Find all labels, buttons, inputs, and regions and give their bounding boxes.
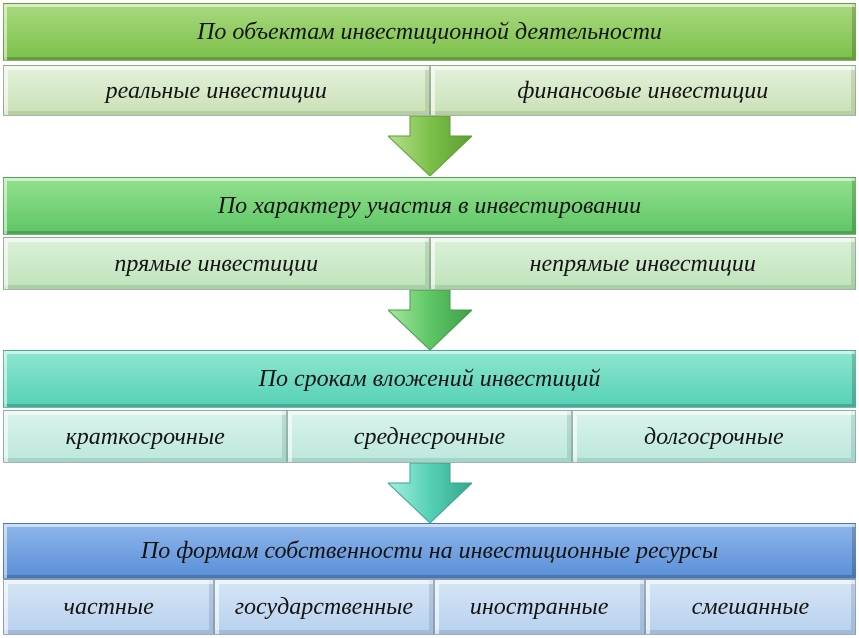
section-investment-objects: По объектам инвестиционной деятельности … — [3, 3, 856, 116]
section-investment-terms: По срокам вложений инвестиций краткосроч… — [3, 350, 856, 463]
section-participation: По характеру участия в инвестировании пр… — [3, 177, 856, 290]
category-item-real: реальные инвестиции — [3, 65, 430, 116]
category-item-medium-term: среднесрочные — [287, 410, 572, 463]
category-item-direct: прямые инвестиции — [3, 237, 430, 290]
down-arrow-icon — [388, 463, 472, 523]
section-header: По формам собственности на инвестиционны… — [3, 523, 856, 579]
section-header: По объектам инвестиционной деятельности — [3, 3, 856, 61]
category-item-financial: финансовые инвестиции — [429, 65, 856, 116]
category-item-foreign: иностранные — [433, 579, 645, 635]
down-arrow-icon — [388, 290, 472, 350]
category-item-mixed: смешанные — [644, 579, 856, 635]
down-arrow-icon — [388, 116, 472, 176]
section-header: По срокам вложений инвестиций — [3, 350, 856, 408]
category-item-indirect: непрямые инвестиции — [429, 237, 856, 290]
category-item-state: государственные — [214, 579, 434, 635]
section-ownership-forms: По формам собственности на инвестиционны… — [3, 523, 856, 635]
category-item-long-term: долгосрочные — [571, 410, 856, 463]
section-header: По характеру участия в инвестировании — [3, 177, 856, 235]
category-item-private: частные — [3, 579, 215, 635]
category-item-short-term: краткосрочные — [3, 410, 288, 463]
